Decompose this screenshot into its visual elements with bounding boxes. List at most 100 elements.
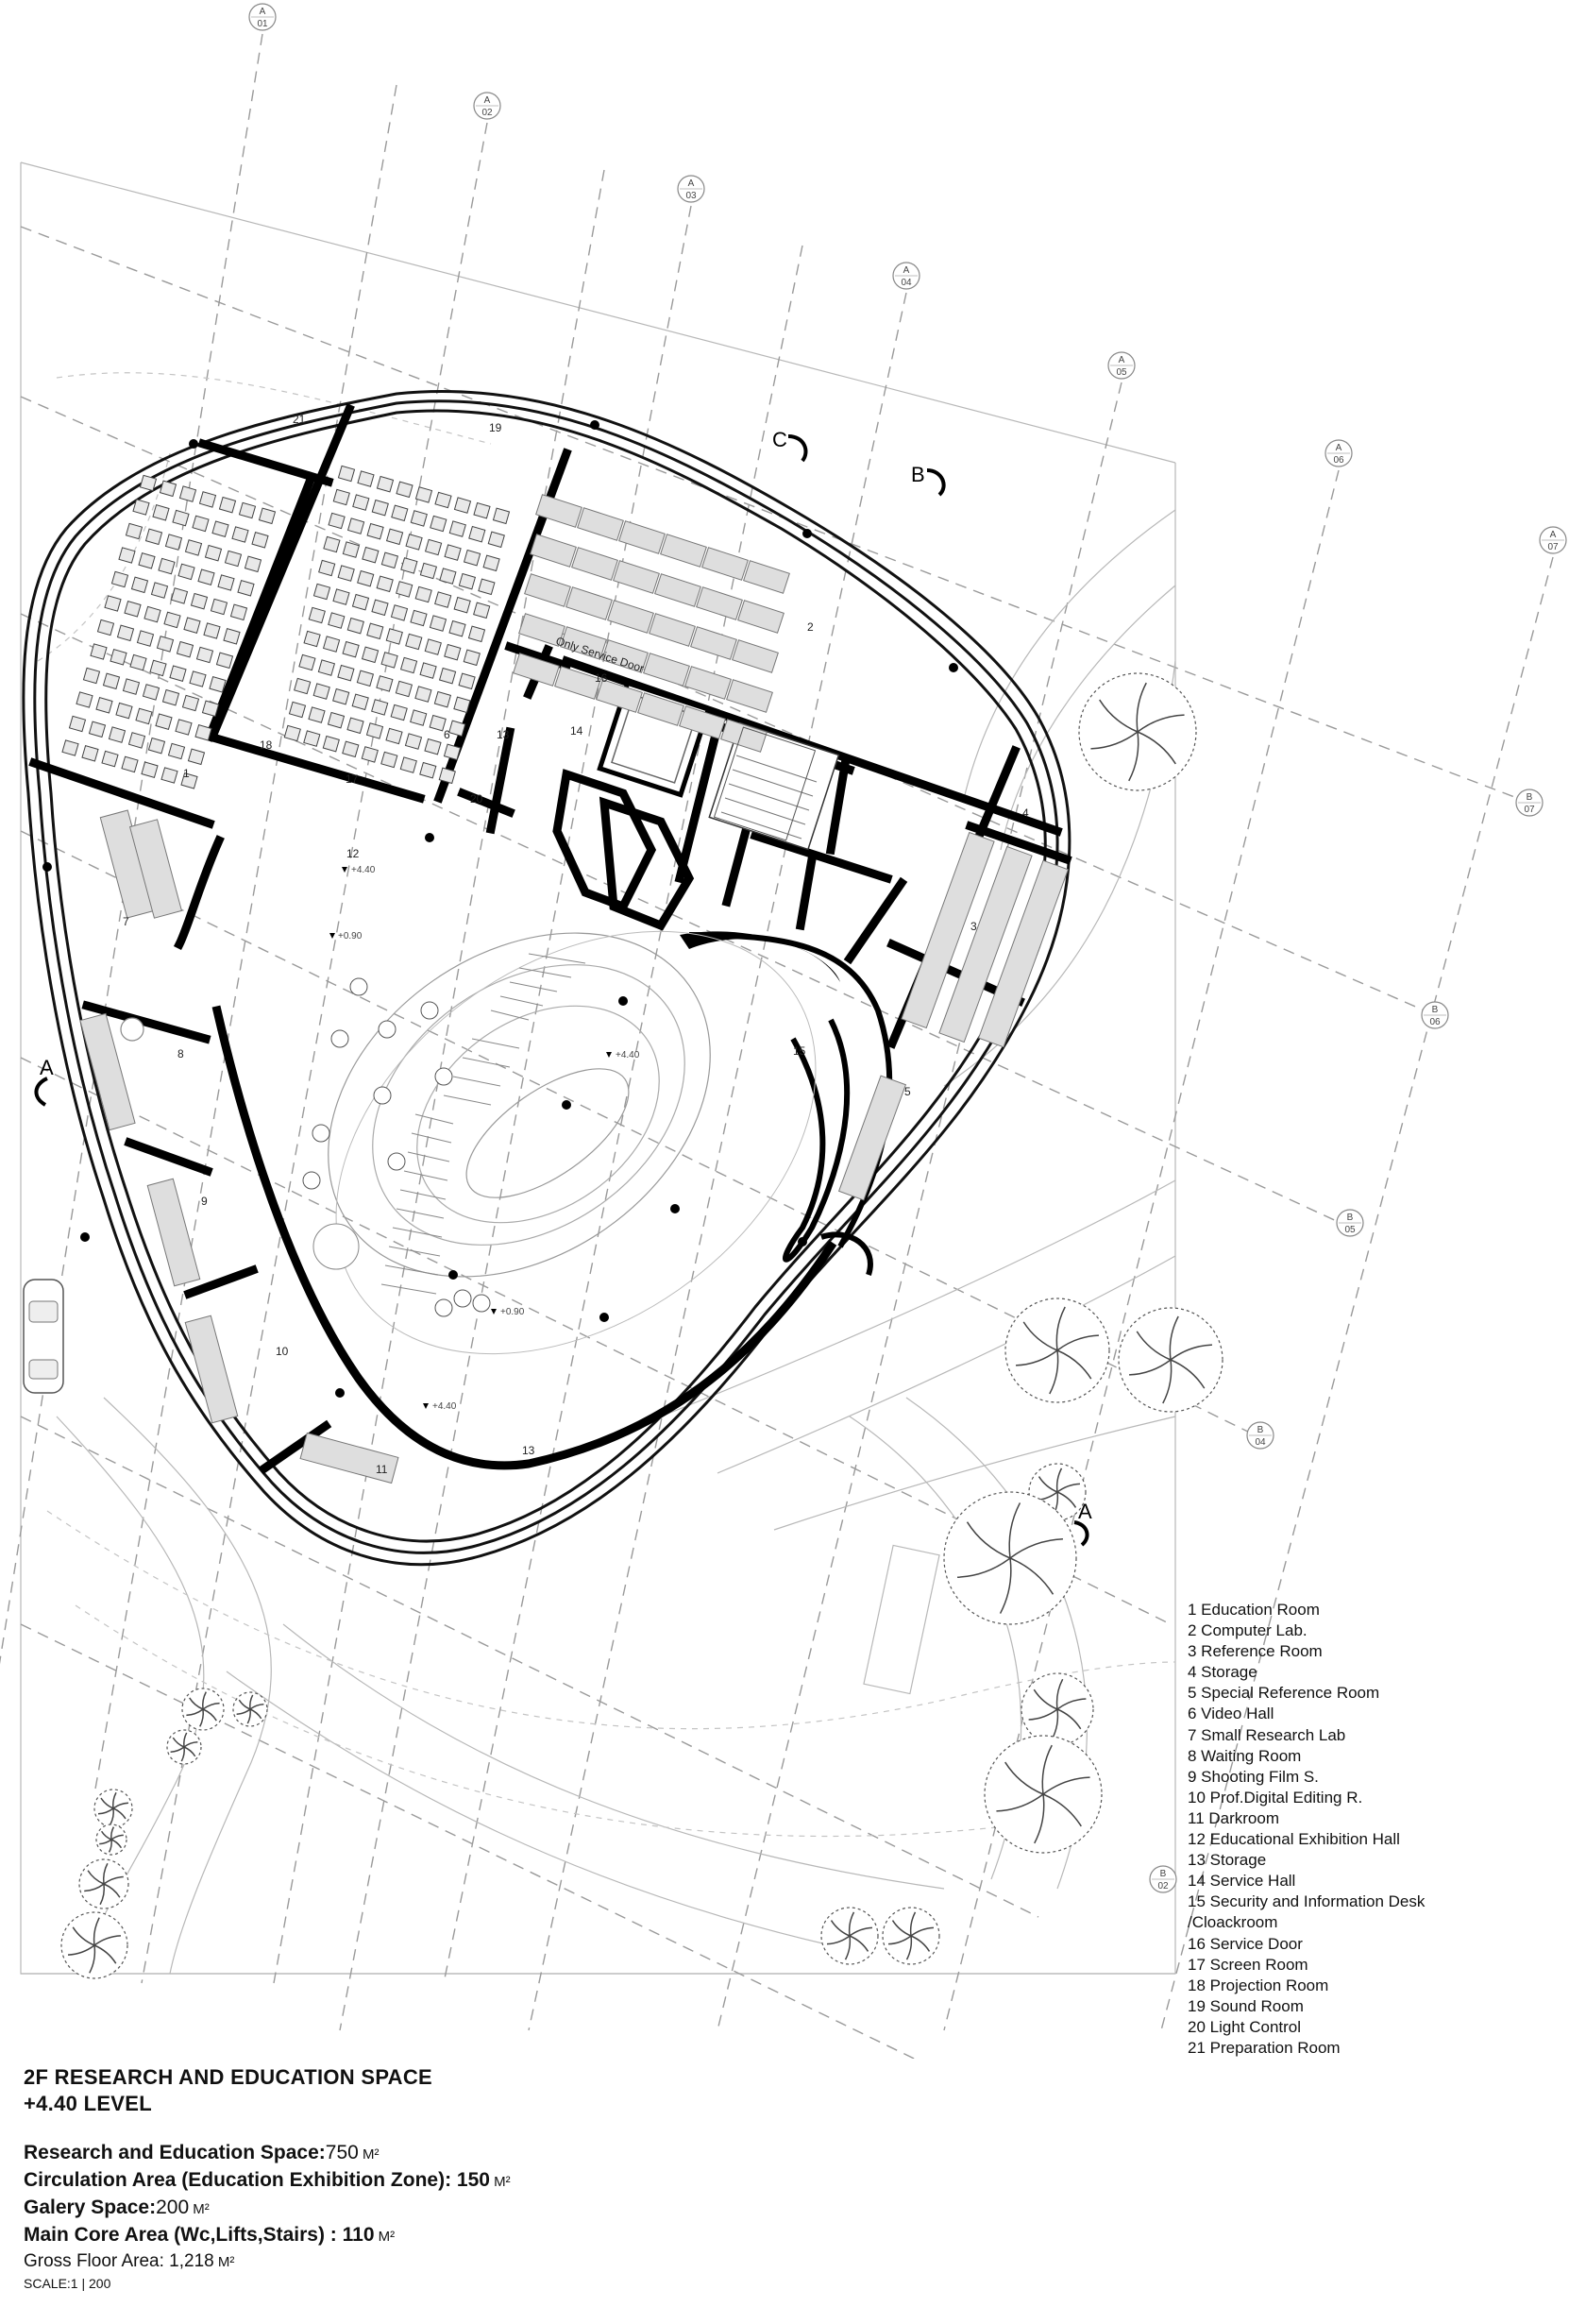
seat: [68, 715, 87, 733]
seat: [110, 649, 127, 666]
seat: [342, 740, 360, 758]
seat: [158, 557, 176, 575]
seat: [467, 625, 486, 643]
svg-text:+4.40: +4.40: [432, 1401, 457, 1412]
grid-bubble-letter: B: [1160, 1869, 1167, 1879]
svg-text:9: 9: [201, 1195, 208, 1208]
seat: [444, 544, 462, 561]
seat: [163, 611, 181, 629]
seat: [380, 551, 399, 569]
grid-bubble-number: 07: [1547, 542, 1559, 552]
svg-text:14: 14: [570, 724, 583, 738]
seat: [328, 612, 346, 629]
legend-item: 14 Service Hall: [1188, 1872, 1296, 1891]
svg-text:+0.90: +0.90: [338, 931, 363, 941]
desk: [613, 560, 660, 594]
seat: [438, 667, 457, 685]
seat: [116, 624, 135, 642]
seat: [439, 568, 457, 585]
grid-bubble: A05: [1107, 351, 1136, 380]
desk: [554, 666, 601, 700]
grid-bubble-number: 06: [1333, 455, 1344, 466]
area-unit: M²: [489, 2174, 511, 2190]
seat: [444, 643, 462, 661]
seat: [82, 667, 101, 685]
svg-text:17: 17: [346, 772, 359, 786]
seat: [365, 722, 384, 739]
seat: [217, 574, 235, 591]
desk: [654, 573, 701, 607]
legend-item: 6 Video Hall: [1188, 1705, 1274, 1723]
seat: [136, 630, 155, 647]
legend-item: 13 Storage: [1188, 1851, 1267, 1870]
legend-item: 10 Prof.Digital Editing R.: [1188, 1788, 1363, 1807]
desk: [679, 705, 726, 739]
seat: [429, 714, 447, 732]
seat: [424, 638, 442, 655]
seat: [218, 496, 237, 514]
legend-item: 18 Projection Room: [1188, 1976, 1329, 1994]
seat: [130, 576, 149, 594]
seat: [76, 691, 93, 708]
seat: [366, 522, 384, 540]
seat: [118, 547, 136, 564]
area-unit: M²: [358, 2146, 380, 2163]
seat: [144, 528, 163, 546]
seat: [433, 690, 452, 708]
seat: [332, 588, 350, 605]
area-unit: M²: [374, 2229, 396, 2245]
seat: [399, 756, 417, 773]
grid-bubble-number: 02: [481, 108, 493, 118]
seat: [404, 733, 423, 750]
trees: [60, 672, 1223, 1979]
seat: [81, 745, 99, 762]
svg-text:11: 11: [376, 1463, 388, 1476]
area-value: 110: [342, 2224, 375, 2246]
seat: [312, 583, 331, 601]
gallery-tables: [302, 977, 491, 1317]
seat: [175, 719, 193, 736]
seat: [88, 721, 107, 738]
seat: [429, 615, 447, 632]
seat: [317, 659, 336, 676]
tree-icon: [166, 1729, 202, 1765]
seat: [395, 680, 413, 698]
seat: [197, 568, 215, 585]
seat: [108, 726, 127, 743]
seat: [487, 531, 505, 549]
seat: [169, 665, 187, 682]
tree-icon: [1118, 1307, 1223, 1413]
desk: [726, 679, 773, 713]
video-hall-seating: [283, 465, 511, 785]
svg-text:7: 7: [123, 915, 129, 928]
desk: [513, 653, 560, 687]
svg-text:12: 12: [346, 847, 360, 860]
seat: [337, 664, 355, 682]
grid-bubble-number: 01: [257, 19, 268, 29]
seat: [294, 677, 312, 695]
seat: [337, 465, 356, 483]
seat: [385, 628, 403, 645]
grid-bubble: B05: [1336, 1209, 1364, 1237]
seat: [187, 748, 206, 766]
seat: [357, 470, 375, 487]
legend-item: 8 Waiting Room: [1188, 1746, 1302, 1765]
seat: [468, 525, 486, 543]
seat: [328, 512, 346, 530]
desk: [701, 547, 749, 581]
seat: [124, 601, 142, 618]
seat: [308, 606, 326, 624]
seat: [385, 727, 403, 745]
svg-text:3: 3: [970, 920, 977, 933]
grid-bubble-number: 05: [1116, 367, 1127, 378]
grid-bubble-letter: B: [1527, 792, 1533, 803]
central-gallery: [312, 930, 817, 1355]
seat: [318, 559, 336, 577]
seat: [448, 520, 466, 537]
seat: [190, 592, 209, 610]
seat: [390, 704, 408, 721]
desk: [649, 613, 696, 647]
legend-item: 9 Shooting Film S.: [1188, 1767, 1319, 1786]
grid-bubble-number: 07: [1524, 805, 1535, 815]
seat: [181, 694, 200, 712]
